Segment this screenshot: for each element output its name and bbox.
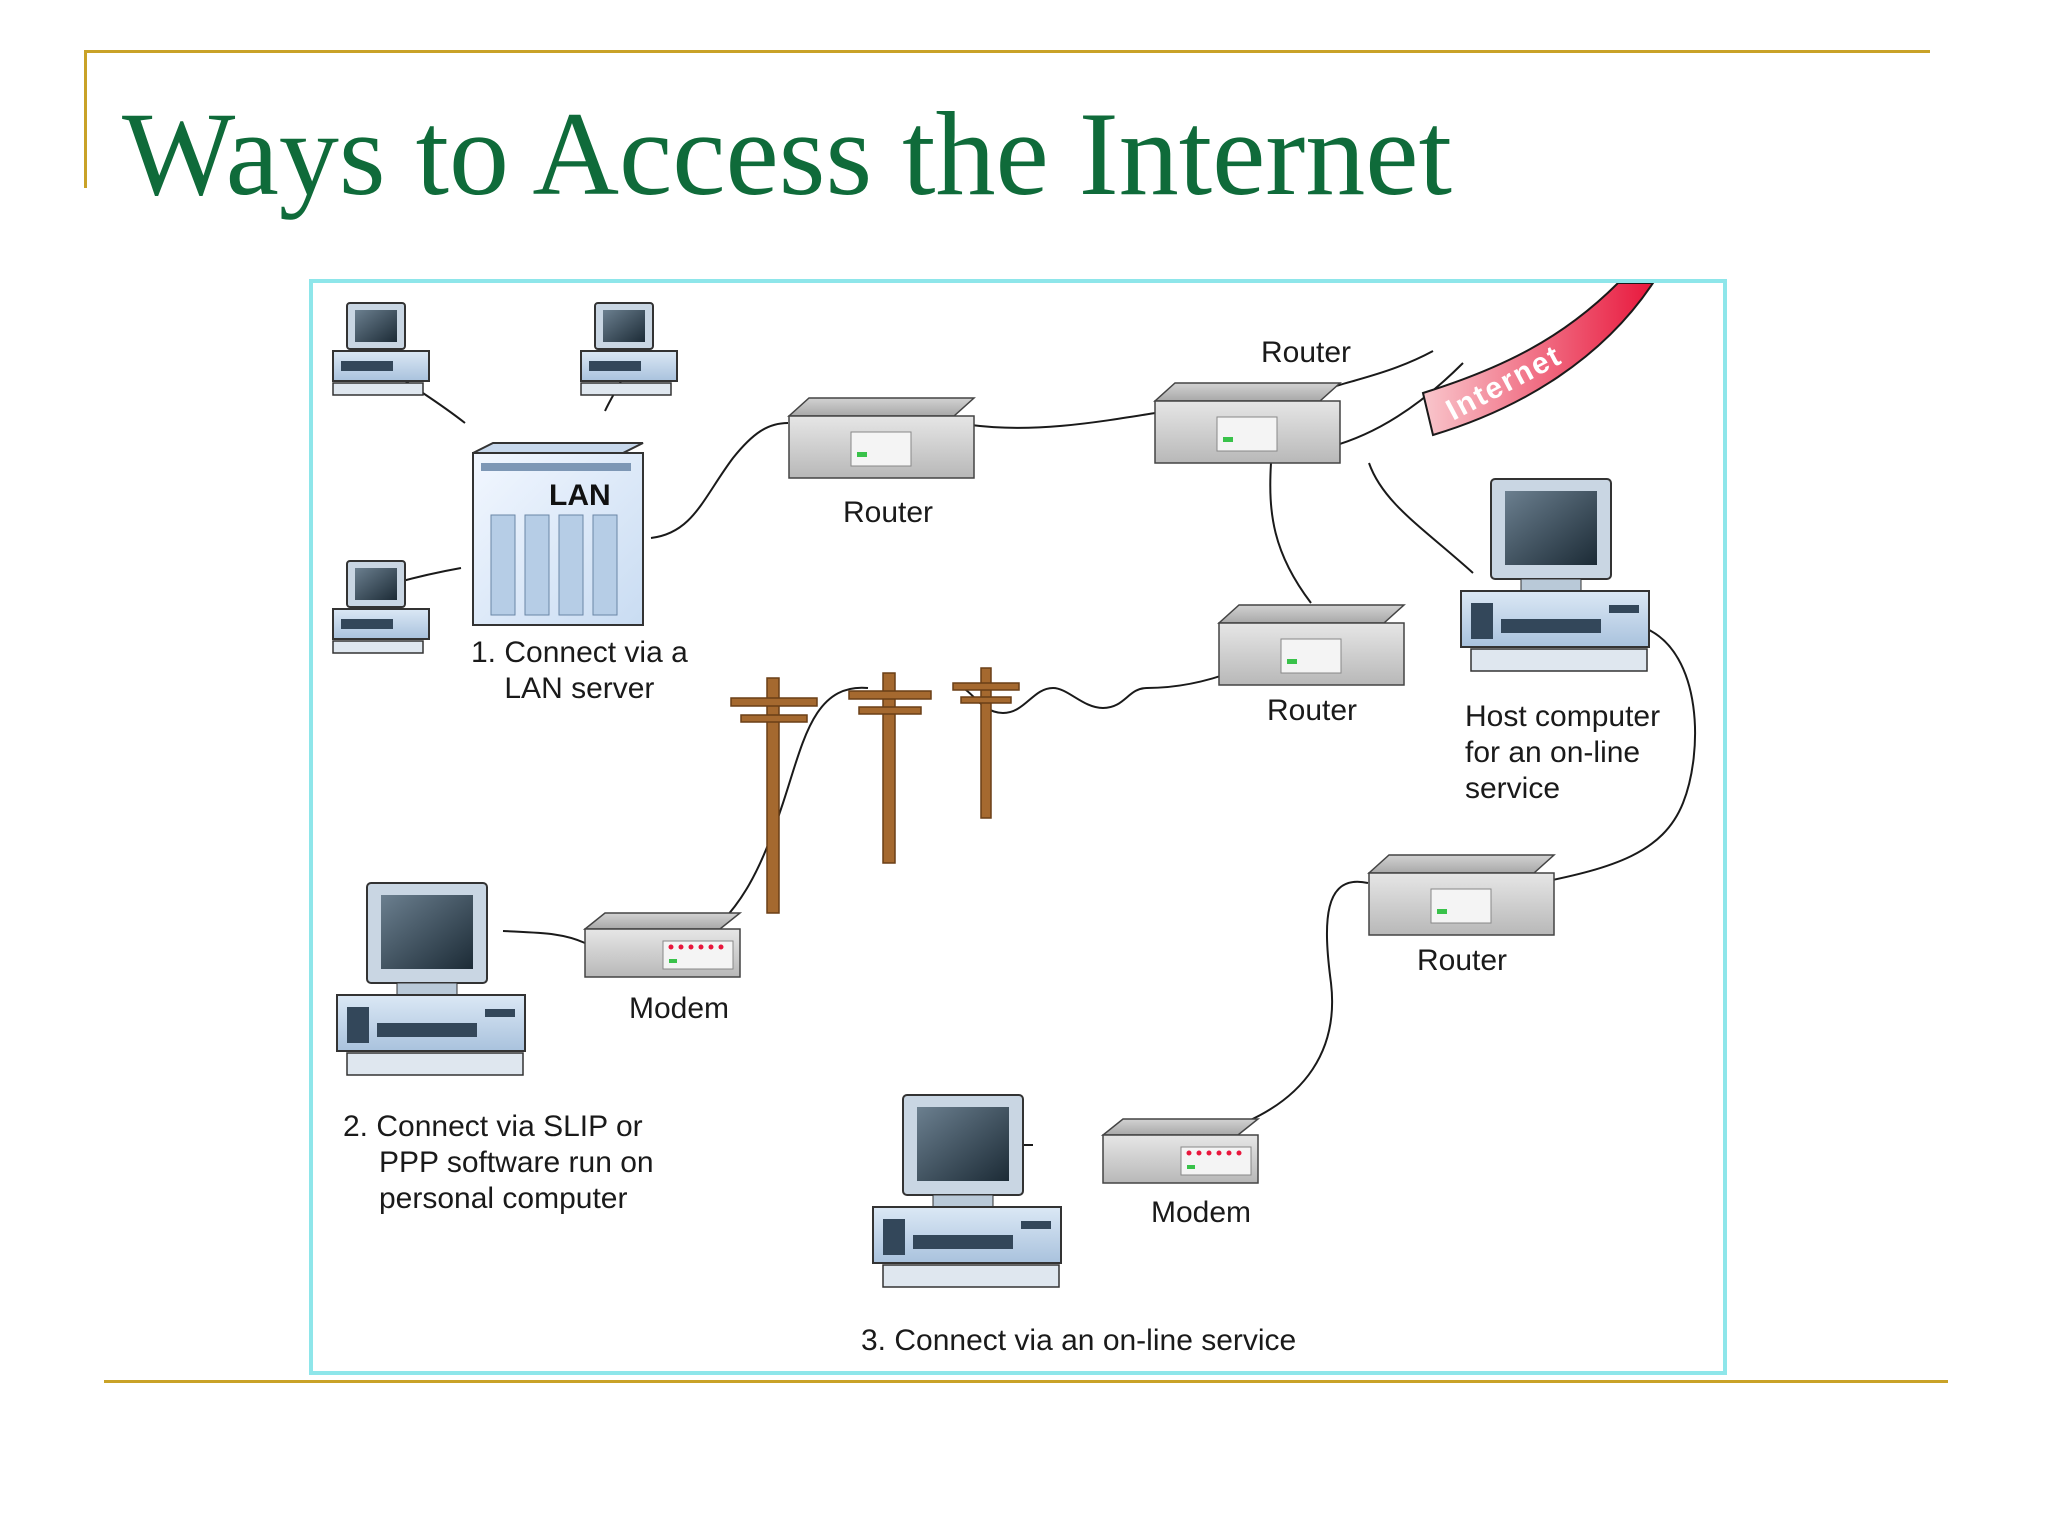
lan-client-pc-3 <box>332 560 430 654</box>
caption-lan-line-1: 1. Connect via a <box>471 636 688 669</box>
telephone-poles <box>730 667 1020 914</box>
router-4 <box>1367 854 1556 936</box>
router-3 <box>1217 604 1406 686</box>
network-diagram: Internet <box>309 279 1727 1375</box>
caption-lan: 1. Connect via a LAN server <box>471 635 688 707</box>
pole-3 <box>980 667 992 819</box>
personal-computer-online <box>872 1094 1062 1288</box>
caption-slip-line-1: 2. Connect via SLIP or <box>343 1110 643 1143</box>
host-computer-label: Host computer for an on-line service <box>1465 699 1660 807</box>
router-label-1: Router <box>843 496 934 529</box>
cable-router4-modem3 <box>1216 880 1369 1134</box>
modem-1 <box>582 912 743 978</box>
pole-1 <box>766 677 780 914</box>
personal-computer-slip <box>336 882 526 1076</box>
pole-2 <box>882 672 896 864</box>
caption-lan-line-2: LAN server <box>504 672 655 705</box>
router-1 <box>787 397 976 479</box>
slide-bottom-rule <box>104 1380 1948 1383</box>
caption-slip-line-2: PPP software run on <box>379 1146 654 1179</box>
cable-router3-poles <box>962 670 1236 715</box>
internet-cloud: Internet <box>1421 283 1655 437</box>
caption-slip: 2. Connect via SLIP or PPP software run … <box>343 1109 654 1217</box>
host-label-line-2: for an on-line <box>1465 736 1641 769</box>
modem-label-2: Modem <box>1151 1196 1252 1229</box>
router-2 <box>1153 382 1342 464</box>
lan-client-pc-2 <box>580 302 678 396</box>
lan-label: LAN <box>549 479 611 512</box>
host-label-line-3: service <box>1465 772 1561 805</box>
caption-slip-line-3: personal computer <box>379 1182 628 1215</box>
host-computer <box>1460 478 1650 672</box>
cable-poles-modem2 <box>690 686 869 949</box>
cable-host-router4 <box>1537 627 1696 884</box>
modem-2 <box>1100 1118 1261 1184</box>
router-label-3: Router <box>1267 694 1358 727</box>
cable-router2-host <box>1368 462 1474 574</box>
modem-label-1: Modem <box>629 992 730 1025</box>
cable-pc4-modem2 <box>502 930 586 944</box>
lan-client-pc-1 <box>332 302 430 396</box>
diagram-canvas: Internet <box>332 283 1696 1288</box>
internet-arc <box>1421 283 1655 437</box>
slide-title: Ways to Access the Internet <box>122 87 1452 220</box>
router-label-top: Router <box>1261 336 1352 369</box>
cable-router1-router2 <box>970 412 1156 429</box>
caption-online: 3. Connect via an on-line service <box>861 1324 1297 1357</box>
router-label-4: Router <box>1417 944 1508 977</box>
host-label-line-1: Host computer <box>1465 700 1661 733</box>
lan-server: LAN <box>472 442 644 626</box>
cable-lan-router1 <box>650 422 789 539</box>
cable-router2-router3 <box>1269 462 1312 604</box>
title-side-rule <box>84 50 87 188</box>
title-top-rule <box>84 50 1930 53</box>
